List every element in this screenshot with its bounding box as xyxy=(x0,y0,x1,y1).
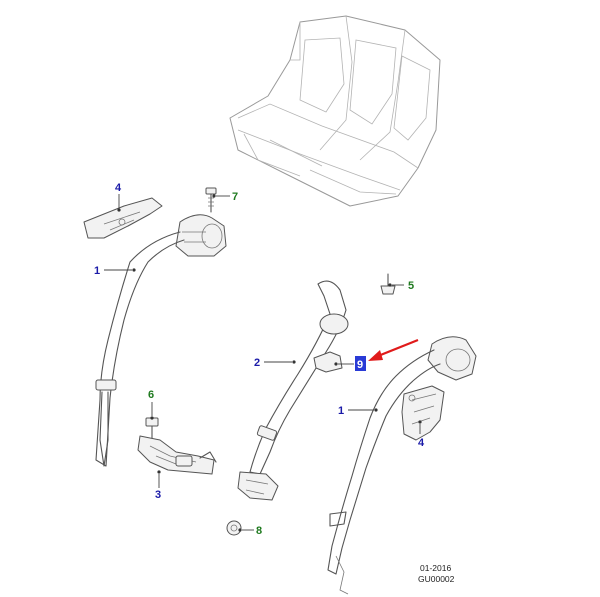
callout-9: 9 xyxy=(357,359,363,371)
callout-7: 7 xyxy=(232,191,238,203)
callout-5: 5 xyxy=(408,280,414,292)
callout-leaders xyxy=(104,194,422,532)
left-seat-belt-assembly xyxy=(95,214,227,467)
center-seat-belt-assembly xyxy=(237,280,349,501)
callout-1-left: 1 xyxy=(94,265,100,277)
callout-4-right: 4 xyxy=(418,437,425,449)
reference-date: 01-2016 xyxy=(420,563,451,573)
callout-labels: 4 7 1 5 2 1 6 4 3 8 9 xyxy=(94,182,425,537)
nut-item-8 xyxy=(226,520,242,536)
callout-9-highlight[interactable]: 9 xyxy=(355,356,366,371)
bolt-item-6 xyxy=(145,417,159,441)
bracket-top-left xyxy=(83,197,163,239)
callout-4-top: 4 xyxy=(115,182,122,194)
cover-item-9 xyxy=(313,351,343,373)
callout-8: 8 xyxy=(256,525,262,537)
bolt-item-7 xyxy=(205,187,217,213)
callout-6: 6 xyxy=(148,389,154,401)
buckle-assembly-item-3 xyxy=(137,435,217,475)
reference-code: GU00002 xyxy=(418,574,455,584)
stud-item-5 xyxy=(380,273,396,295)
bracket-right xyxy=(401,385,445,441)
reference-block: 01-2016 GU00002 xyxy=(418,563,455,584)
callout-1-right: 1 xyxy=(338,405,344,417)
rear-seat-illustration xyxy=(229,15,441,207)
callout-2: 2 xyxy=(254,357,260,369)
right-seat-belt-assembly xyxy=(327,336,477,595)
pointer-arrow xyxy=(368,338,419,361)
callout-3: 3 xyxy=(155,489,161,501)
